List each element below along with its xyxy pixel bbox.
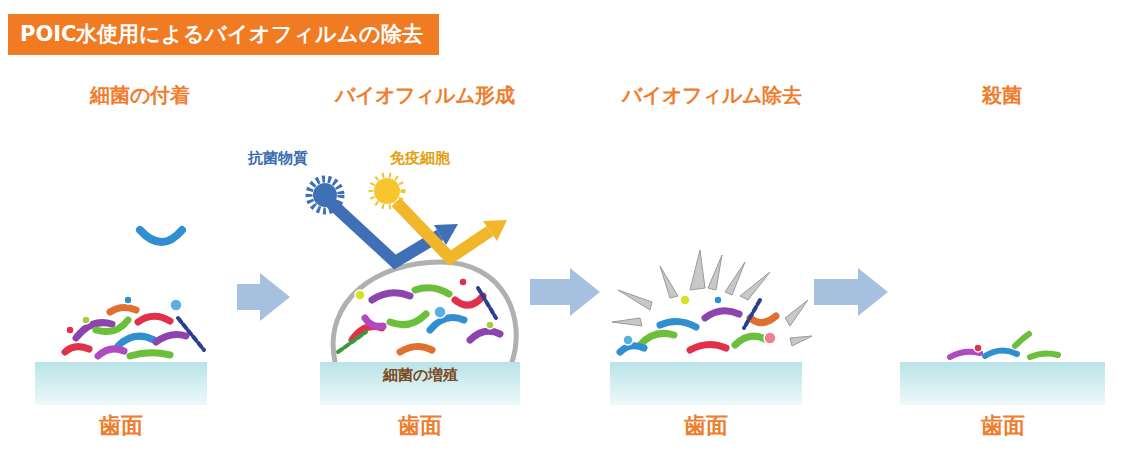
bacterium-cell — [623, 335, 633, 345]
bacterium — [130, 353, 170, 356]
bacterium — [705, 311, 739, 318]
bacterium — [65, 347, 89, 352]
bacteria-chain — [744, 300, 760, 328]
arrow-head — [483, 220, 507, 241]
bacterium — [640, 333, 674, 345]
bacterium — [620, 346, 644, 352]
bacterium — [156, 334, 186, 342]
surface-label: 歯面 — [684, 413, 728, 439]
bacteria-chain — [478, 288, 496, 318]
bacterium — [735, 336, 765, 345]
bacterium — [138, 316, 170, 322]
bacterium — [400, 346, 432, 352]
debris — [708, 255, 722, 290]
flow-arrow — [530, 268, 600, 316]
stage-heading: バイオフィルム除去 — [622, 83, 802, 107]
bacterium — [390, 314, 426, 325]
bacterium-cell — [434, 306, 446, 318]
bacterium — [118, 336, 154, 346]
callout-label: 免疫細胞 — [390, 149, 450, 167]
tooth-surface-band — [900, 362, 1105, 405]
immune-cell-symbol — [371, 175, 403, 207]
bacterium — [950, 352, 980, 357]
bacterium-cell — [170, 299, 182, 311]
bacterium — [1015, 334, 1029, 346]
bacterium — [98, 349, 124, 356]
bacteria-chain — [338, 332, 366, 352]
bacterium — [750, 316, 776, 323]
bacterium — [110, 307, 136, 312]
tooth-surface: 歯面 — [900, 250, 1105, 455]
bacterium — [96, 320, 128, 332]
arrow-head — [434, 224, 458, 245]
tooth-surface-band — [610, 362, 802, 405]
biofilm-dome — [333, 262, 516, 362]
surface-label: 歯面 — [981, 413, 1025, 439]
bacterium-cell — [764, 332, 776, 344]
debris — [790, 336, 812, 346]
bacterium-cell — [486, 321, 494, 329]
debris — [740, 272, 770, 300]
stage-heading: 殺菌 — [982, 83, 1022, 107]
stage-heading: 細菌の付着 — [90, 83, 190, 107]
bacterium — [985, 350, 1017, 356]
bacterium-cell — [82, 316, 90, 324]
debris — [612, 318, 642, 326]
bacterium — [660, 321, 696, 327]
bacterium — [455, 296, 483, 305]
inner-label: 細菌の増殖 — [383, 366, 458, 384]
debris — [785, 300, 808, 326]
bacterium — [372, 293, 410, 300]
bacterium-cell — [355, 290, 365, 300]
debris — [690, 250, 705, 290]
immune-cell-arrow — [396, 202, 490, 258]
bacterium — [365, 318, 383, 326]
title-banner: POIC水使用によるバイオフィルムの除去 — [8, 14, 439, 55]
bacterium-cell — [124, 296, 132, 304]
bacterium-cell — [974, 344, 982, 352]
bacterium-cell — [680, 295, 690, 305]
bacterium — [430, 318, 464, 330]
bacterium-cell — [66, 326, 74, 334]
surface-label: 歯面 — [99, 413, 143, 439]
debris — [618, 290, 652, 310]
bacterium — [470, 331, 500, 340]
debris — [725, 262, 745, 295]
bacterium — [1030, 353, 1058, 357]
immune-cell-symbol — [374, 178, 400, 204]
bacterium-cell — [714, 296, 722, 304]
bacteria-chain — [178, 318, 204, 350]
surface-label: 歯面 — [398, 413, 442, 439]
tooth-surface: 歯面 — [35, 250, 207, 455]
flow-arrow — [814, 268, 888, 316]
bacterium — [690, 344, 726, 350]
tooth-surface: 細菌の増殖歯面 — [320, 250, 520, 455]
tooth-surface-band — [35, 362, 207, 405]
debris — [660, 266, 678, 298]
bacterium — [415, 288, 449, 294]
antimicrobial-symbol — [313, 183, 337, 207]
bacterium-cell — [459, 278, 467, 286]
antimicrobial-symbol — [309, 179, 341, 211]
stage-heading: バイオフィルム形成 — [335, 83, 515, 107]
flow-arrow — [237, 273, 290, 321]
bacterium — [140, 230, 182, 242]
tooth-surface: 歯面 — [610, 250, 802, 455]
callout-label: 抗菌物質 — [248, 149, 308, 167]
